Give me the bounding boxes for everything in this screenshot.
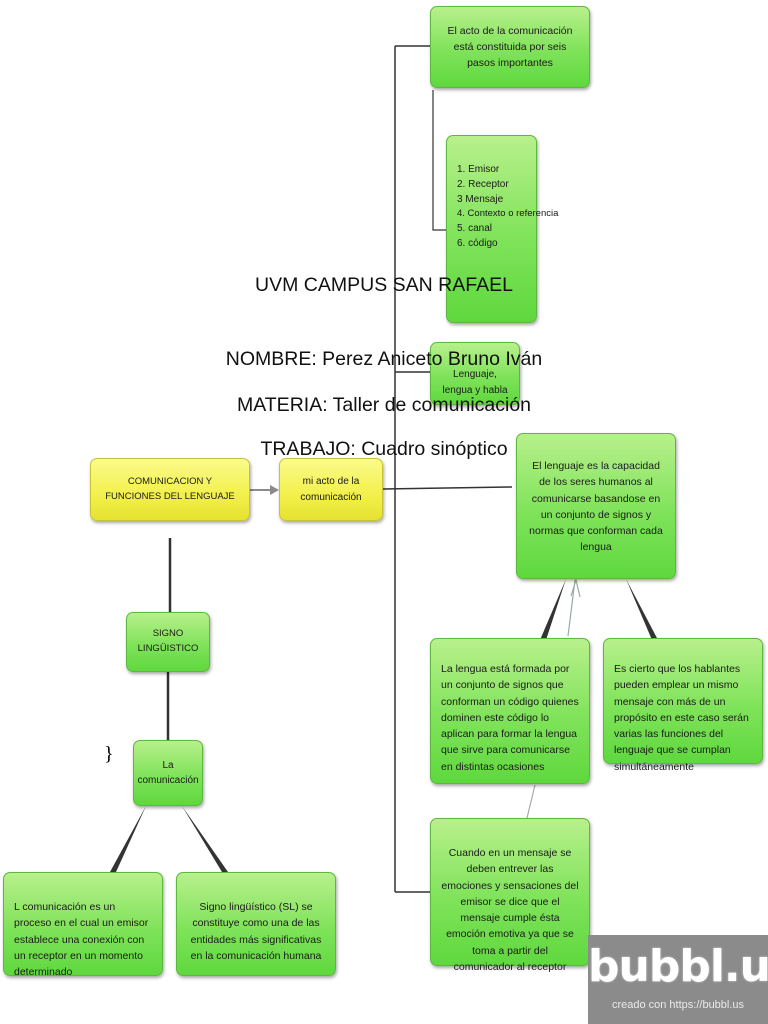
lenguaje-def-node[interactable]: El lenguaje es la capacidad de los seres… bbox=[516, 433, 676, 579]
comunicacion-def-node[interactable]: L comunicación es un proceso en el cual … bbox=[3, 872, 163, 979]
emotiva-node[interactable]: Cuando en un mensaje se deben entrever l… bbox=[430, 818, 590, 973]
lenguaje-lengua-habla-node[interactable]: Lenguaje, lengua y habla bbox=[430, 342, 520, 405]
nombre-line: NOMBRE: Perez Aniceto Bruno Iván bbox=[225, 348, 543, 370]
lista-item-2: 2. Receptor bbox=[457, 179, 509, 190]
lista-item-4: 4. Contexto o referencia bbox=[457, 208, 559, 219]
signo-linguistico-node[interactable]: SIGNO LINGÜISTICO bbox=[126, 612, 210, 672]
bubblus-logo: bubbl.us bbox=[588, 941, 768, 992]
la-comunicacion-text: La comunicación bbox=[137, 759, 199, 787]
trabajo-line: TRABAJO: Cuadro sinóptico bbox=[260, 438, 508, 460]
bubblus-watermark: bubbl.us creado con https://bubbl.us bbox=[588, 935, 768, 1024]
root-node[interactable]: COMUNICACION Y FUNCIONES DEL LENGUAJE bbox=[90, 458, 250, 521]
pasos-text: El acto de la comunicación está constitu… bbox=[447, 24, 573, 70]
bubblus-credit: creado con https://bubbl.us bbox=[611, 999, 745, 1011]
lengua-def-node[interactable]: La lengua está formada por un conjunto d… bbox=[430, 638, 590, 784]
funciones-node[interactable]: Es cierto que los hablantes pueden emple… bbox=[603, 638, 763, 773]
lista-item-3: 3 Mensaje bbox=[457, 194, 504, 205]
signo-def-node[interactable]: Signo lingüístico (SL) se constituye com… bbox=[176, 872, 336, 976]
campus-heading: UVM CAMPUS SAN RAFAEL bbox=[255, 274, 513, 296]
acto-node[interactable]: mi acto de la comunicación bbox=[279, 458, 383, 521]
la-comunicacion-node[interactable]: La comunicación bbox=[133, 740, 203, 806]
brace-glyph: } bbox=[104, 743, 114, 765]
lista-node[interactable]: 1. Emisor 2. Receptor 3 Mensaje 4. Conte… bbox=[446, 135, 559, 323]
lengua-def-text: La lengua está formada por un conjunto d… bbox=[441, 663, 579, 773]
acto-text: mi acto de la comunicación bbox=[300, 476, 362, 503]
comunicacion-def-text: L comunicación es un proceso en el cual … bbox=[14, 901, 149, 979]
root-text: COMUNICACION Y FUNCIONES DEL LENGUAJE bbox=[105, 475, 235, 502]
emotiva-text: Cuando en un mensaje se deben entrever l… bbox=[441, 847, 579, 973]
signo-linguistico-text: SIGNO LINGÜISTICO bbox=[137, 628, 199, 654]
lista-item-5: 5. canal bbox=[457, 223, 493, 235]
lista-item-1: 1. Emisor bbox=[457, 164, 500, 175]
materia-line: MATERIA: Taller de comunicación bbox=[236, 394, 532, 416]
lista-item-6: 6. código bbox=[457, 238, 498, 250]
lenguaje-def-text: El lenguaje es la capacidad de los seres… bbox=[529, 460, 663, 554]
signo-def-text: Signo lingüístico (SL) se constituye com… bbox=[190, 901, 322, 962]
funciones-text: Es cierto que los hablantes pueden emple… bbox=[614, 663, 749, 773]
lenguaje-lengua-habla-text: Lenguaje, lengua y habla bbox=[442, 369, 508, 396]
pasos-node[interactable]: El acto de la comunicación está constitu… bbox=[430, 6, 590, 88]
